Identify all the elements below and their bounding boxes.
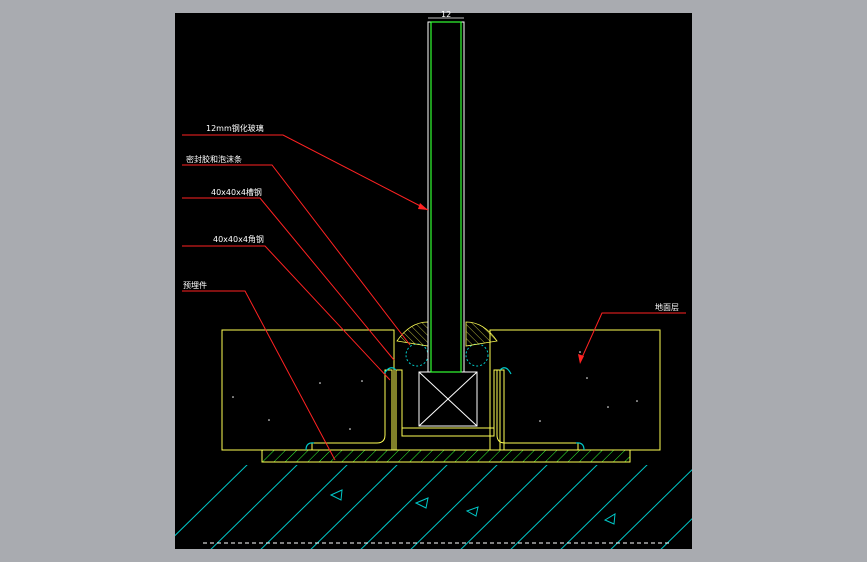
- leader-lines: [182, 134, 686, 461]
- angle-steel-left: [311, 369, 393, 451]
- setting-block-cross-b: [418, 371, 478, 427]
- dimension-label: 12: [441, 10, 451, 19]
- label-gasket: 密封胶和泡沫条: [186, 154, 242, 164]
- drawing-background: [175, 13, 692, 549]
- concrete-slab-hatch: [175, 465, 692, 549]
- label-steel-channel: 40x40x4槽钢: [211, 187, 262, 197]
- label-floor-layer: 地面层: [655, 302, 679, 312]
- sealant-cap-right: [465, 321, 498, 347]
- channel-steel: [395, 369, 501, 451]
- embedded-plate: [261, 449, 631, 463]
- leader-arrowheads: [418, 203, 584, 364]
- angle-steel-right: [496, 369, 579, 451]
- label-embedded-part: 预埋件: [183, 280, 207, 290]
- weld-marks: [305, 367, 585, 451]
- glass-panel-inner: [430, 21, 462, 373]
- label-steel-angle: 40x40x4角钢: [213, 234, 264, 244]
- aggregate-triangles: [329, 489, 616, 525]
- floor-speckles: [232, 351, 638, 430]
- label-glass: 12mm钢化玻璃: [206, 123, 264, 133]
